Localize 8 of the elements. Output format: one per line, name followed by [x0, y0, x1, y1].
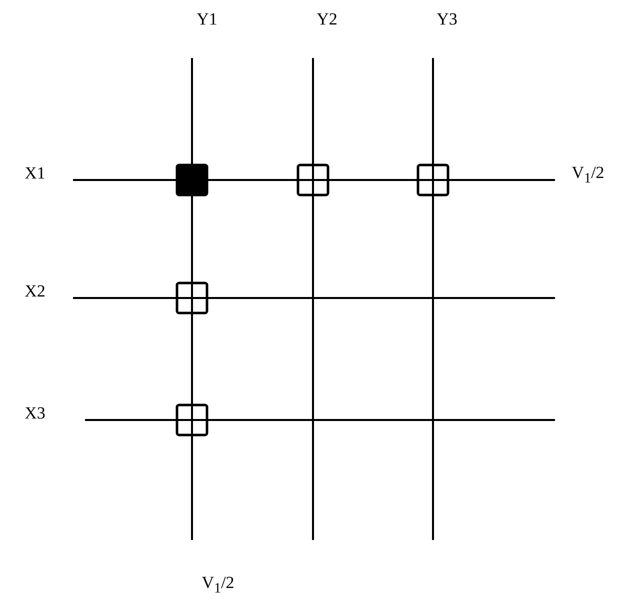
line-label: X2 — [24, 282, 46, 300]
line-label: Y2 — [316, 10, 338, 28]
line-label: V$_{1}$/2 — [572, 164, 604, 186]
line-label: Y1 — [196, 10, 218, 28]
line-label: X3 — [24, 404, 46, 422]
line-label: X1 — [24, 164, 46, 182]
line-label: Y3 — [436, 10, 458, 28]
line-label: V$_{1}$/2 — [202, 574, 234, 596]
